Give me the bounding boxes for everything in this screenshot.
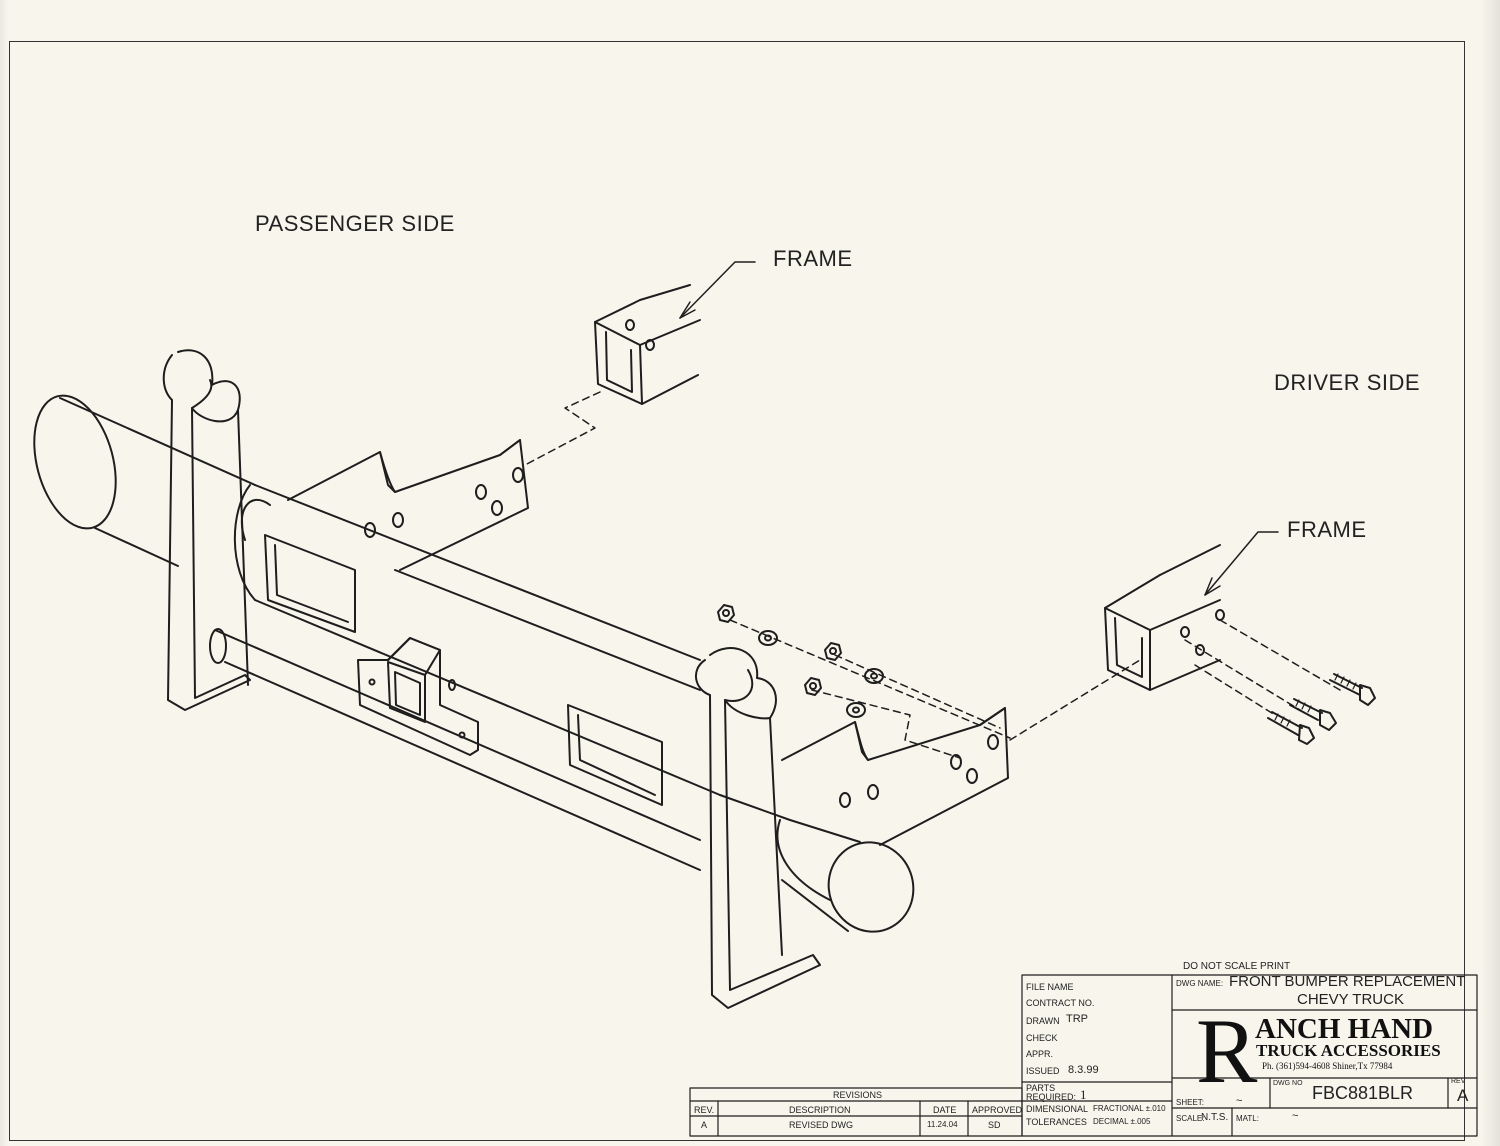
dwg-name-label: DWG NAME: [1176, 979, 1224, 988]
drawn-value: TRP [1066, 1013, 1088, 1025]
right-upright [695, 647, 821, 1009]
right-mount-bracket [781, 707, 1009, 846]
dimensional-label: DIMENSIONAL [1026, 1104, 1089, 1114]
rev-col-header: REV. [694, 1105, 715, 1115]
washer-2 [864, 668, 884, 684]
issued-label: ISSUED [1026, 1066, 1060, 1076]
scale-value: N.T.S. [1201, 1112, 1229, 1123]
revision-row-date: 11.24.04 [927, 1120, 958, 1129]
dwg-name-line1: FRONT BUMPER REPLACEMENT [1229, 973, 1466, 990]
frame-label-right: FRAME [1287, 517, 1367, 542]
bumper-tube-right [781, 819, 915, 933]
ranch-hand-logo-name: ANCH HAND [1255, 1013, 1434, 1045]
revision-row-description: REVISED DWG [789, 1120, 854, 1130]
nut-2 [824, 642, 842, 661]
sheet-label: SHEET: [1176, 1098, 1205, 1107]
bolt-1 [1329, 673, 1376, 706]
ranch-hand-logo-tagline: TRUCK ACCESSORIES [1256, 1041, 1441, 1060]
scale-label: SCALE: [1176, 1114, 1205, 1123]
frame-rail-right [1104, 544, 1225, 691]
do-not-scale-note: DO NOT SCALE PRINT [1183, 961, 1291, 972]
check-label: CHECK [1026, 1033, 1058, 1043]
date-col-header: DATE [933, 1105, 957, 1115]
revision-row-approved: SD [988, 1120, 1001, 1130]
revisions-title: REVISIONS [833, 1090, 883, 1100]
tolerances-label: TOLERANCES [1026, 1117, 1087, 1127]
approved-col-header: APPROVED [972, 1105, 1023, 1115]
file-name-label: FILE NAME [1026, 982, 1074, 992]
nut-1 [717, 604, 735, 623]
ranch-hand-logo-r: R [1196, 1000, 1258, 1102]
parts-value: 1 [1080, 1087, 1087, 1102]
matl-value: ~ [1292, 1110, 1299, 1122]
dwg-name-line2: CHEVY TRUCK [1297, 991, 1404, 1008]
appr-label: APPR. [1026, 1049, 1054, 1059]
bolt-2 [1289, 698, 1337, 731]
issued-value: 8.3.99 [1068, 1064, 1099, 1076]
sheet-border [9, 41, 1465, 1141]
ranch-hand-phone: Ph. (361)594-4608 Shiner,Tx 77984 [1262, 1061, 1393, 1071]
frame-rail-top [594, 284, 701, 405]
left-mount-bracket [287, 439, 529, 571]
bolt-3 [1267, 711, 1315, 745]
parts-label: PARTS [1026, 1083, 1056, 1093]
title-block-grid [689, 974, 1478, 1137]
nut-3 [804, 677, 822, 696]
right-rect-opening [567, 704, 663, 806]
washer-3 [846, 702, 866, 718]
frame-leader-top [679, 261, 756, 319]
bumper-main-beam [233, 484, 831, 901]
contract-label: CONTRACT NO. [1026, 998, 1095, 1008]
driver-side-label: DRIVER SIDE [1274, 370, 1421, 395]
dwg-no-label: DWG NO [1273, 1080, 1303, 1087]
left-rect-opening [264, 534, 356, 633]
revision-row-rev: A [701, 1120, 708, 1130]
drawn-label: DRAWN [1026, 1016, 1060, 1026]
sheet-value: ~ [1236, 1095, 1243, 1107]
washer-1 [758, 630, 778, 646]
frame-label-top: FRAME [773, 246, 853, 271]
description-col-header: DESCRIPTION [789, 1105, 851, 1115]
decimal-label: DECIMAL ±.005 [1093, 1117, 1151, 1126]
passenger-side-label: PASSENGER SIDE [255, 211, 455, 236]
fractional-label: FRACTIONAL ±.010 [1093, 1104, 1166, 1113]
lower-cross-tube [209, 628, 701, 871]
frame-leader-right [1204, 531, 1279, 596]
rev-value: A [1457, 1086, 1469, 1105]
required-label: REQUIRED: [1026, 1092, 1077, 1102]
receiver-hitch [357, 637, 479, 756]
rev-label: REV [1451, 1078, 1466, 1085]
dwg-no-value: FBC881BLR [1312, 1083, 1414, 1103]
left-upright [162, 349, 251, 711]
assembly-dashed-lines [524, 391, 1341, 759]
matl-label: MATL: [1236, 1114, 1259, 1123]
bumper-tube-left [33, 394, 256, 567]
